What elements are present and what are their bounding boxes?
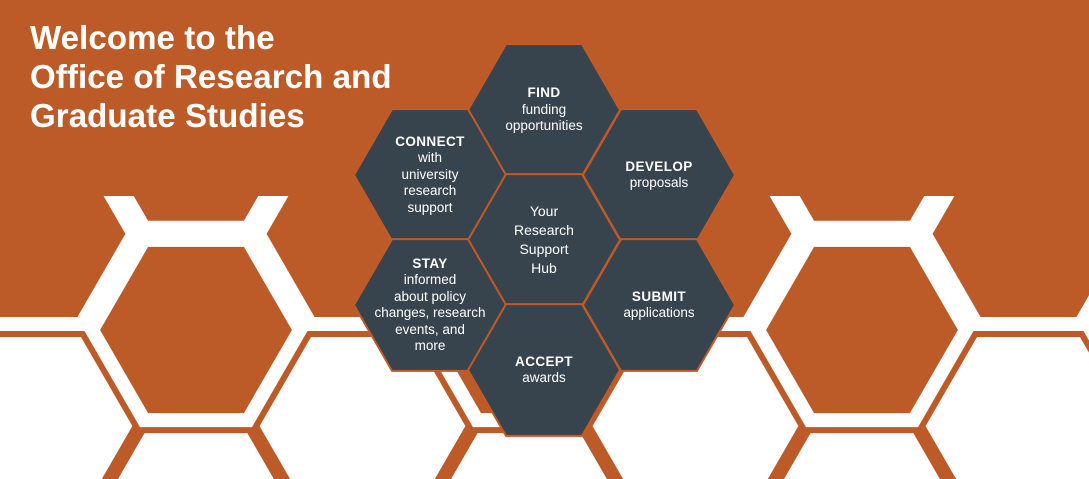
page-title: Welcome to the Office of Research and Gr… (30, 19, 392, 134)
hex-accept[interactable] (466, 303, 622, 437)
background-hex-outline (749, 232, 975, 428)
background-hex-outline (0, 136, 142, 331)
background-hex-outline (83, 232, 309, 428)
hex-submit[interactable] (581, 238, 737, 372)
